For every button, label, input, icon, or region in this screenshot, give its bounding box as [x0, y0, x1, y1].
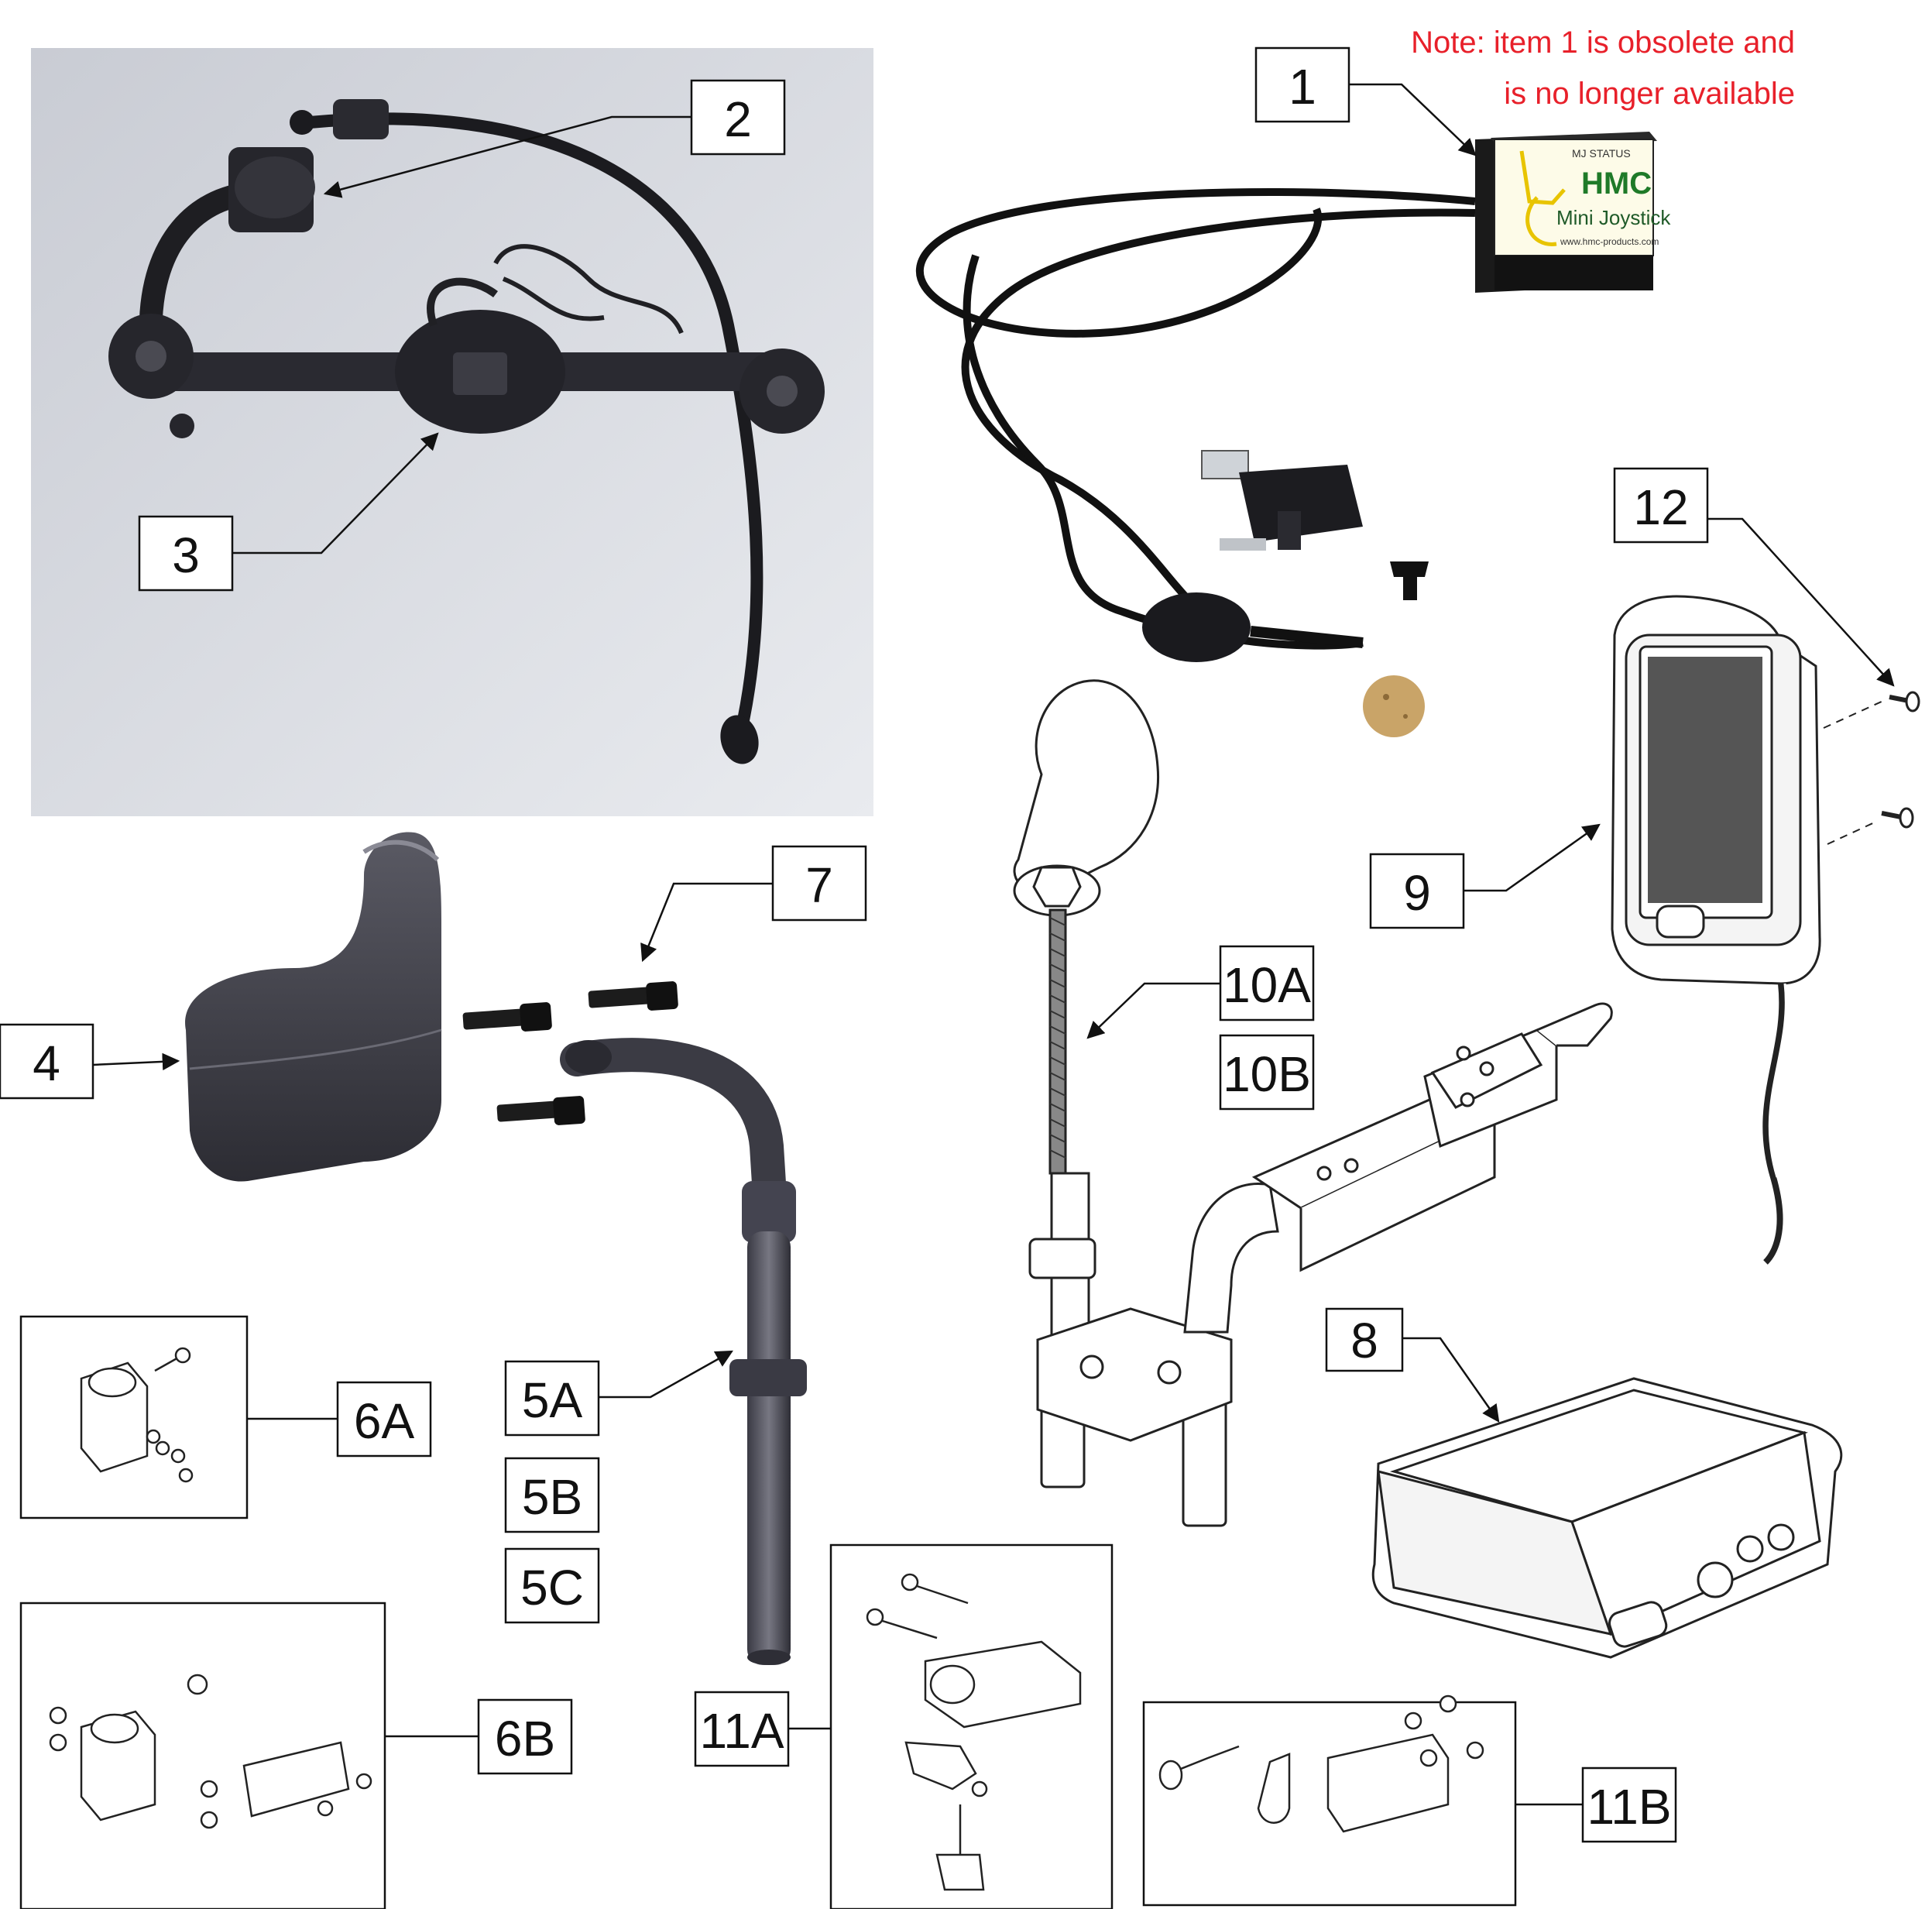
obsolete-note: Note: item 1 is obsolete and is no longe… — [1411, 26, 1795, 111]
callout-12: 12 — [1613, 467, 1709, 544]
device-product: Mini Joystick — [1556, 206, 1671, 229]
svg-text:7: 7 — [805, 857, 833, 913]
svg-text:2: 2 — [724, 91, 752, 147]
leader-lines — [92, 83, 1895, 1806]
note-line-2: is no longer available — [1504, 77, 1795, 111]
svg-text:11A: 11A — [699, 1703, 784, 1759]
svg-text:5B: 5B — [522, 1469, 582, 1525]
inset-11a — [829, 1543, 1114, 1909]
callout-11a: 11A — [694, 1691, 790, 1767]
screws-item-7 — [462, 981, 678, 1125]
callout-5b: 5B — [504, 1457, 600, 1533]
callout-6a: 6A — [336, 1381, 432, 1458]
mini-joystick-photo: MJ STATUS HMC Mini Joystick www.hmc-prod… — [915, 132, 1671, 737]
callout-7: 7 — [771, 845, 867, 922]
svg-text:12: 12 — [1633, 479, 1688, 535]
headrest-pad — [185, 832, 442, 1182]
db9-connector — [1201, 450, 1363, 551]
callout-11b: 11B — [1581, 1767, 1677, 1843]
gooseneck-mount — [1013, 679, 1613, 1527]
control-module — [1371, 1377, 1843, 1659]
head-array-photo — [31, 48, 873, 816]
svg-text:4: 4 — [33, 1035, 60, 1091]
callout-10a: 10A — [1219, 945, 1315, 1021]
note-line-1: Note: item 1 is obsolete and — [1411, 26, 1795, 60]
callout-9: 9 — [1369, 853, 1465, 929]
svg-text:11B: 11B — [1587, 1779, 1671, 1835]
callout-1: 1 — [1254, 46, 1350, 123]
headrest-post — [560, 1038, 807, 1665]
screws-item-12 — [1823, 691, 1920, 845]
svg-text:6A: 6A — [354, 1393, 415, 1449]
svg-text:10B: 10B — [1223, 1046, 1311, 1102]
svg-text:5C: 5C — [520, 1560, 584, 1615]
svg-text:10A: 10A — [1223, 957, 1311, 1013]
display-item-9 — [1611, 595, 1920, 1265]
device-status: MJ STATUS — [1572, 147, 1631, 160]
svg-text:8: 8 — [1350, 1313, 1378, 1368]
inset-11b — [1142, 1694, 1517, 1907]
callout-3: 3 — [138, 515, 234, 592]
svg-text:9: 9 — [1403, 865, 1431, 921]
svg-text:1: 1 — [1289, 59, 1316, 115]
device-brand: HMC — [1581, 167, 1652, 201]
callout-4: 4 — [0, 1023, 94, 1100]
callout-2: 2 — [690, 79, 786, 156]
device-url: www.hmc-products.com — [1560, 236, 1659, 247]
callout-6b: 6B — [477, 1698, 573, 1775]
inset-6a — [19, 1315, 249, 1519]
callout-5c: 5C — [504, 1547, 600, 1624]
svg-text:5A: 5A — [522, 1372, 583, 1428]
callout-5a: 5A — [504, 1360, 600, 1437]
callout-8: 8 — [1325, 1307, 1404, 1372]
callout-10b: 10B — [1219, 1034, 1315, 1111]
svg-text:3: 3 — [172, 527, 200, 583]
inset-6b — [19, 1602, 386, 1909]
svg-text:6B: 6B — [495, 1711, 555, 1767]
